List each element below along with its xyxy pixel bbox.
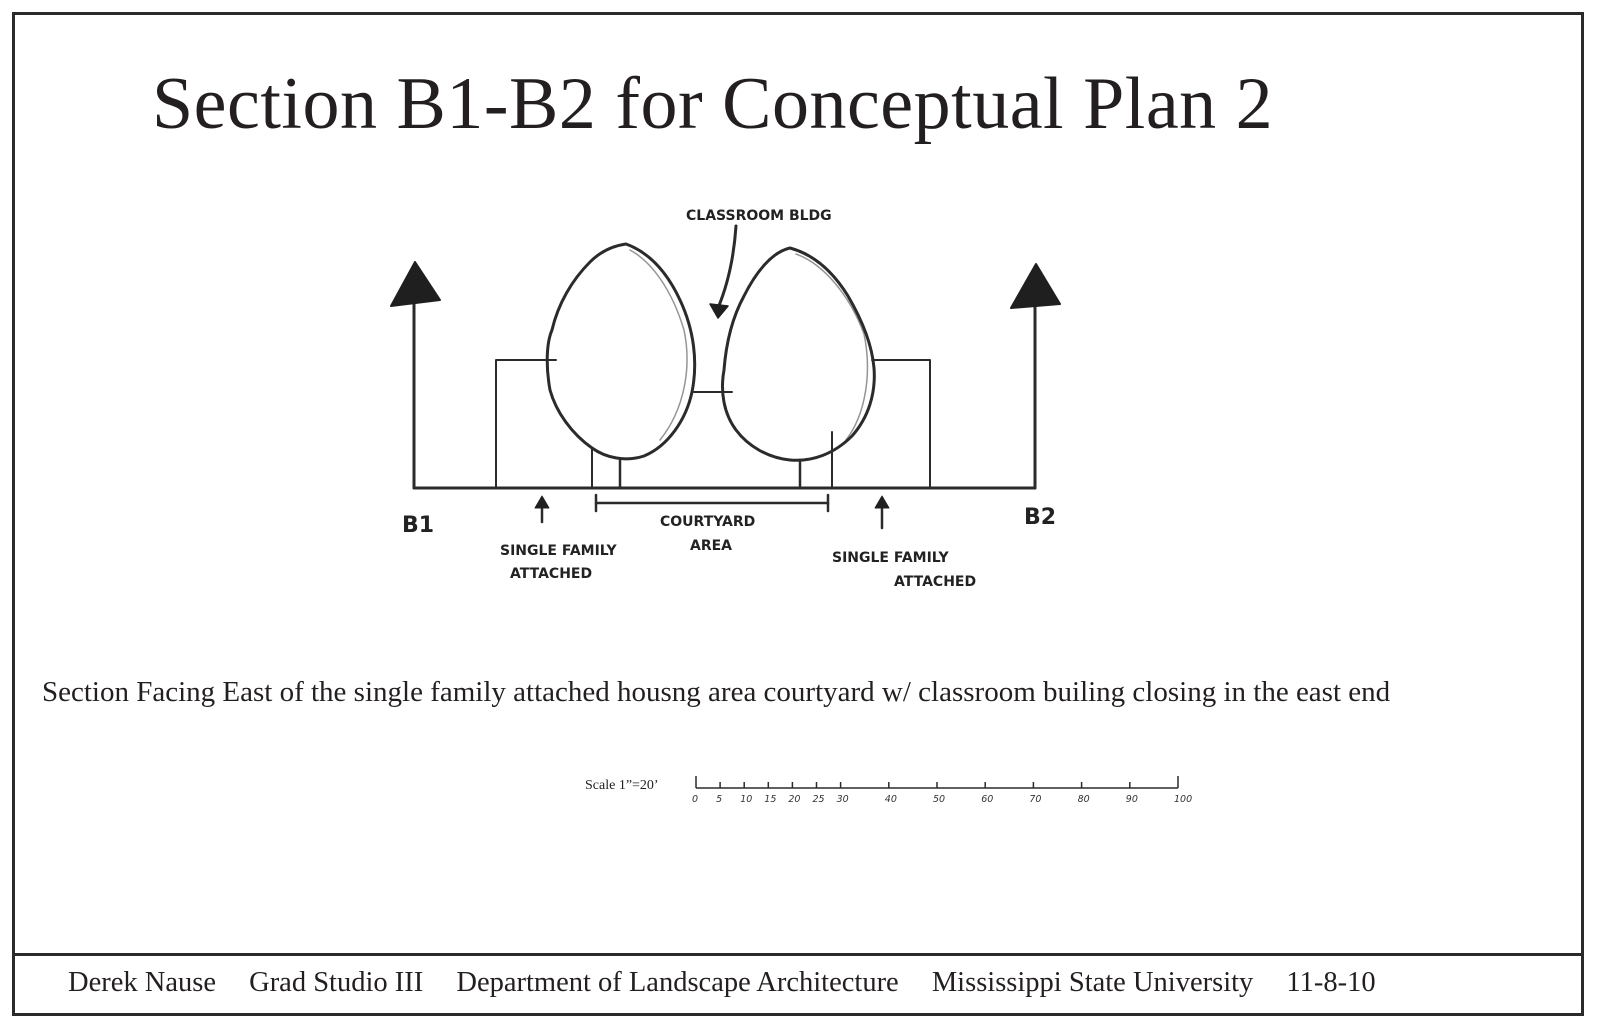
section-caption: Section Facing East of the single family… (42, 676, 1391, 708)
classroom-label: CLASSROOM BLDG (686, 208, 832, 224)
scale-tick-label: 100 (1174, 794, 1192, 805)
department: Department of Landscape Architecture (456, 967, 899, 998)
scale-tick-label: 30 (837, 794, 849, 805)
left-housing-building (495, 359, 557, 489)
scale-tick-label: 50 (933, 794, 945, 805)
b2-arrowhead (1010, 263, 1061, 309)
scale-tick-label: 80 (1078, 794, 1090, 805)
scale-tick-label: 40 (885, 794, 897, 805)
left-tree-canopy (545, 242, 697, 461)
right-tree-canopy (721, 246, 876, 462)
scale-tick-label: 20 (788, 794, 800, 805)
scale-tick-label: 0 (692, 794, 698, 805)
scale-tick-label: 25 (813, 794, 825, 805)
date: 11-8-10 (1286, 967, 1376, 998)
scale-tick-label: 15 (764, 794, 776, 805)
course: Grad Studio III (249, 967, 424, 998)
title-block: Derek Nause Grad Studio III Department o… (68, 967, 1402, 999)
right-housing-building (871, 359, 931, 489)
scale-tick-label: 70 (1029, 794, 1041, 805)
courtyard-label-line1: COURTYARD (660, 514, 755, 530)
scale-tick-label: 60 (981, 794, 993, 805)
footer-divider (12, 953, 1584, 956)
scale-label: Scale 1”=20’ (585, 778, 659, 793)
scale-tick-label: 90 (1126, 794, 1138, 805)
b2-label: B2 (1024, 505, 1056, 530)
scale-bar: 0 5 10 15 20 25 30 40 50 60 70 80 90 100 (692, 776, 1192, 805)
scale-tick-label: 10 (740, 794, 752, 805)
sheet-title: Section B1-B2 for Conceptual Plan 2 (152, 63, 1274, 145)
author: Derek Nause (68, 967, 216, 998)
right-housing-label-line2: ATTACHED (894, 574, 976, 590)
left-housing-label-line2: ATTACHED (510, 566, 592, 582)
b1-arrowhead (390, 261, 441, 307)
b1-label: B1 (402, 513, 434, 538)
left-housing-label-line1: SINGLE FAMILY (500, 543, 618, 559)
courtyard-label-line2: AREA (690, 538, 732, 554)
scale-tick-label: 5 (716, 794, 722, 805)
sheet-border (12, 12, 1584, 1016)
right-housing-label-line1: SINGLE FAMILY (832, 550, 950, 566)
classroom-arrow (716, 224, 738, 310)
university: Mississippi State University (931, 967, 1254, 998)
